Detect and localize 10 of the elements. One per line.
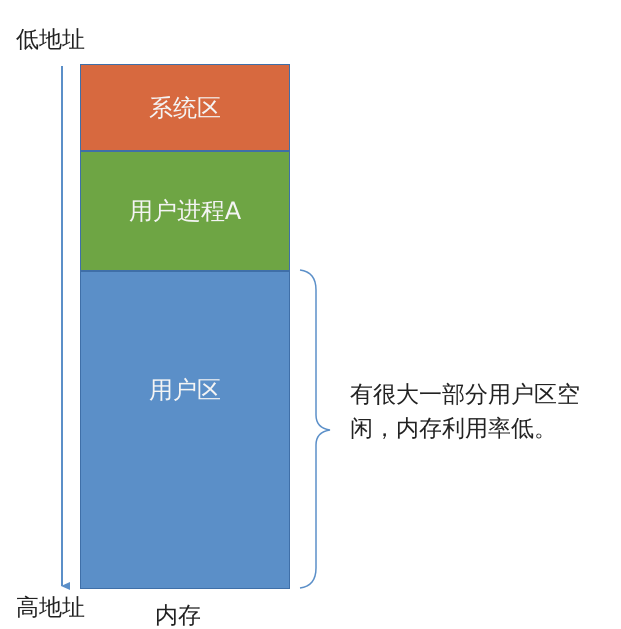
memory-region — [80, 151, 290, 271]
region-label: 系统区 — [149, 92, 221, 124]
address-label: 高地址 — [16, 594, 85, 623]
memory-region — [80, 64, 290, 151]
address-label: 低地址 — [16, 26, 85, 55]
region-label: 用户区 — [149, 375, 221, 406]
memory-region — [80, 271, 290, 589]
note-text: 有很大一部分用户区空闲，内存利用率低。 — [350, 381, 581, 444]
region-label: 用户进程A — [128, 196, 242, 227]
caption: 内存 — [155, 602, 201, 629]
